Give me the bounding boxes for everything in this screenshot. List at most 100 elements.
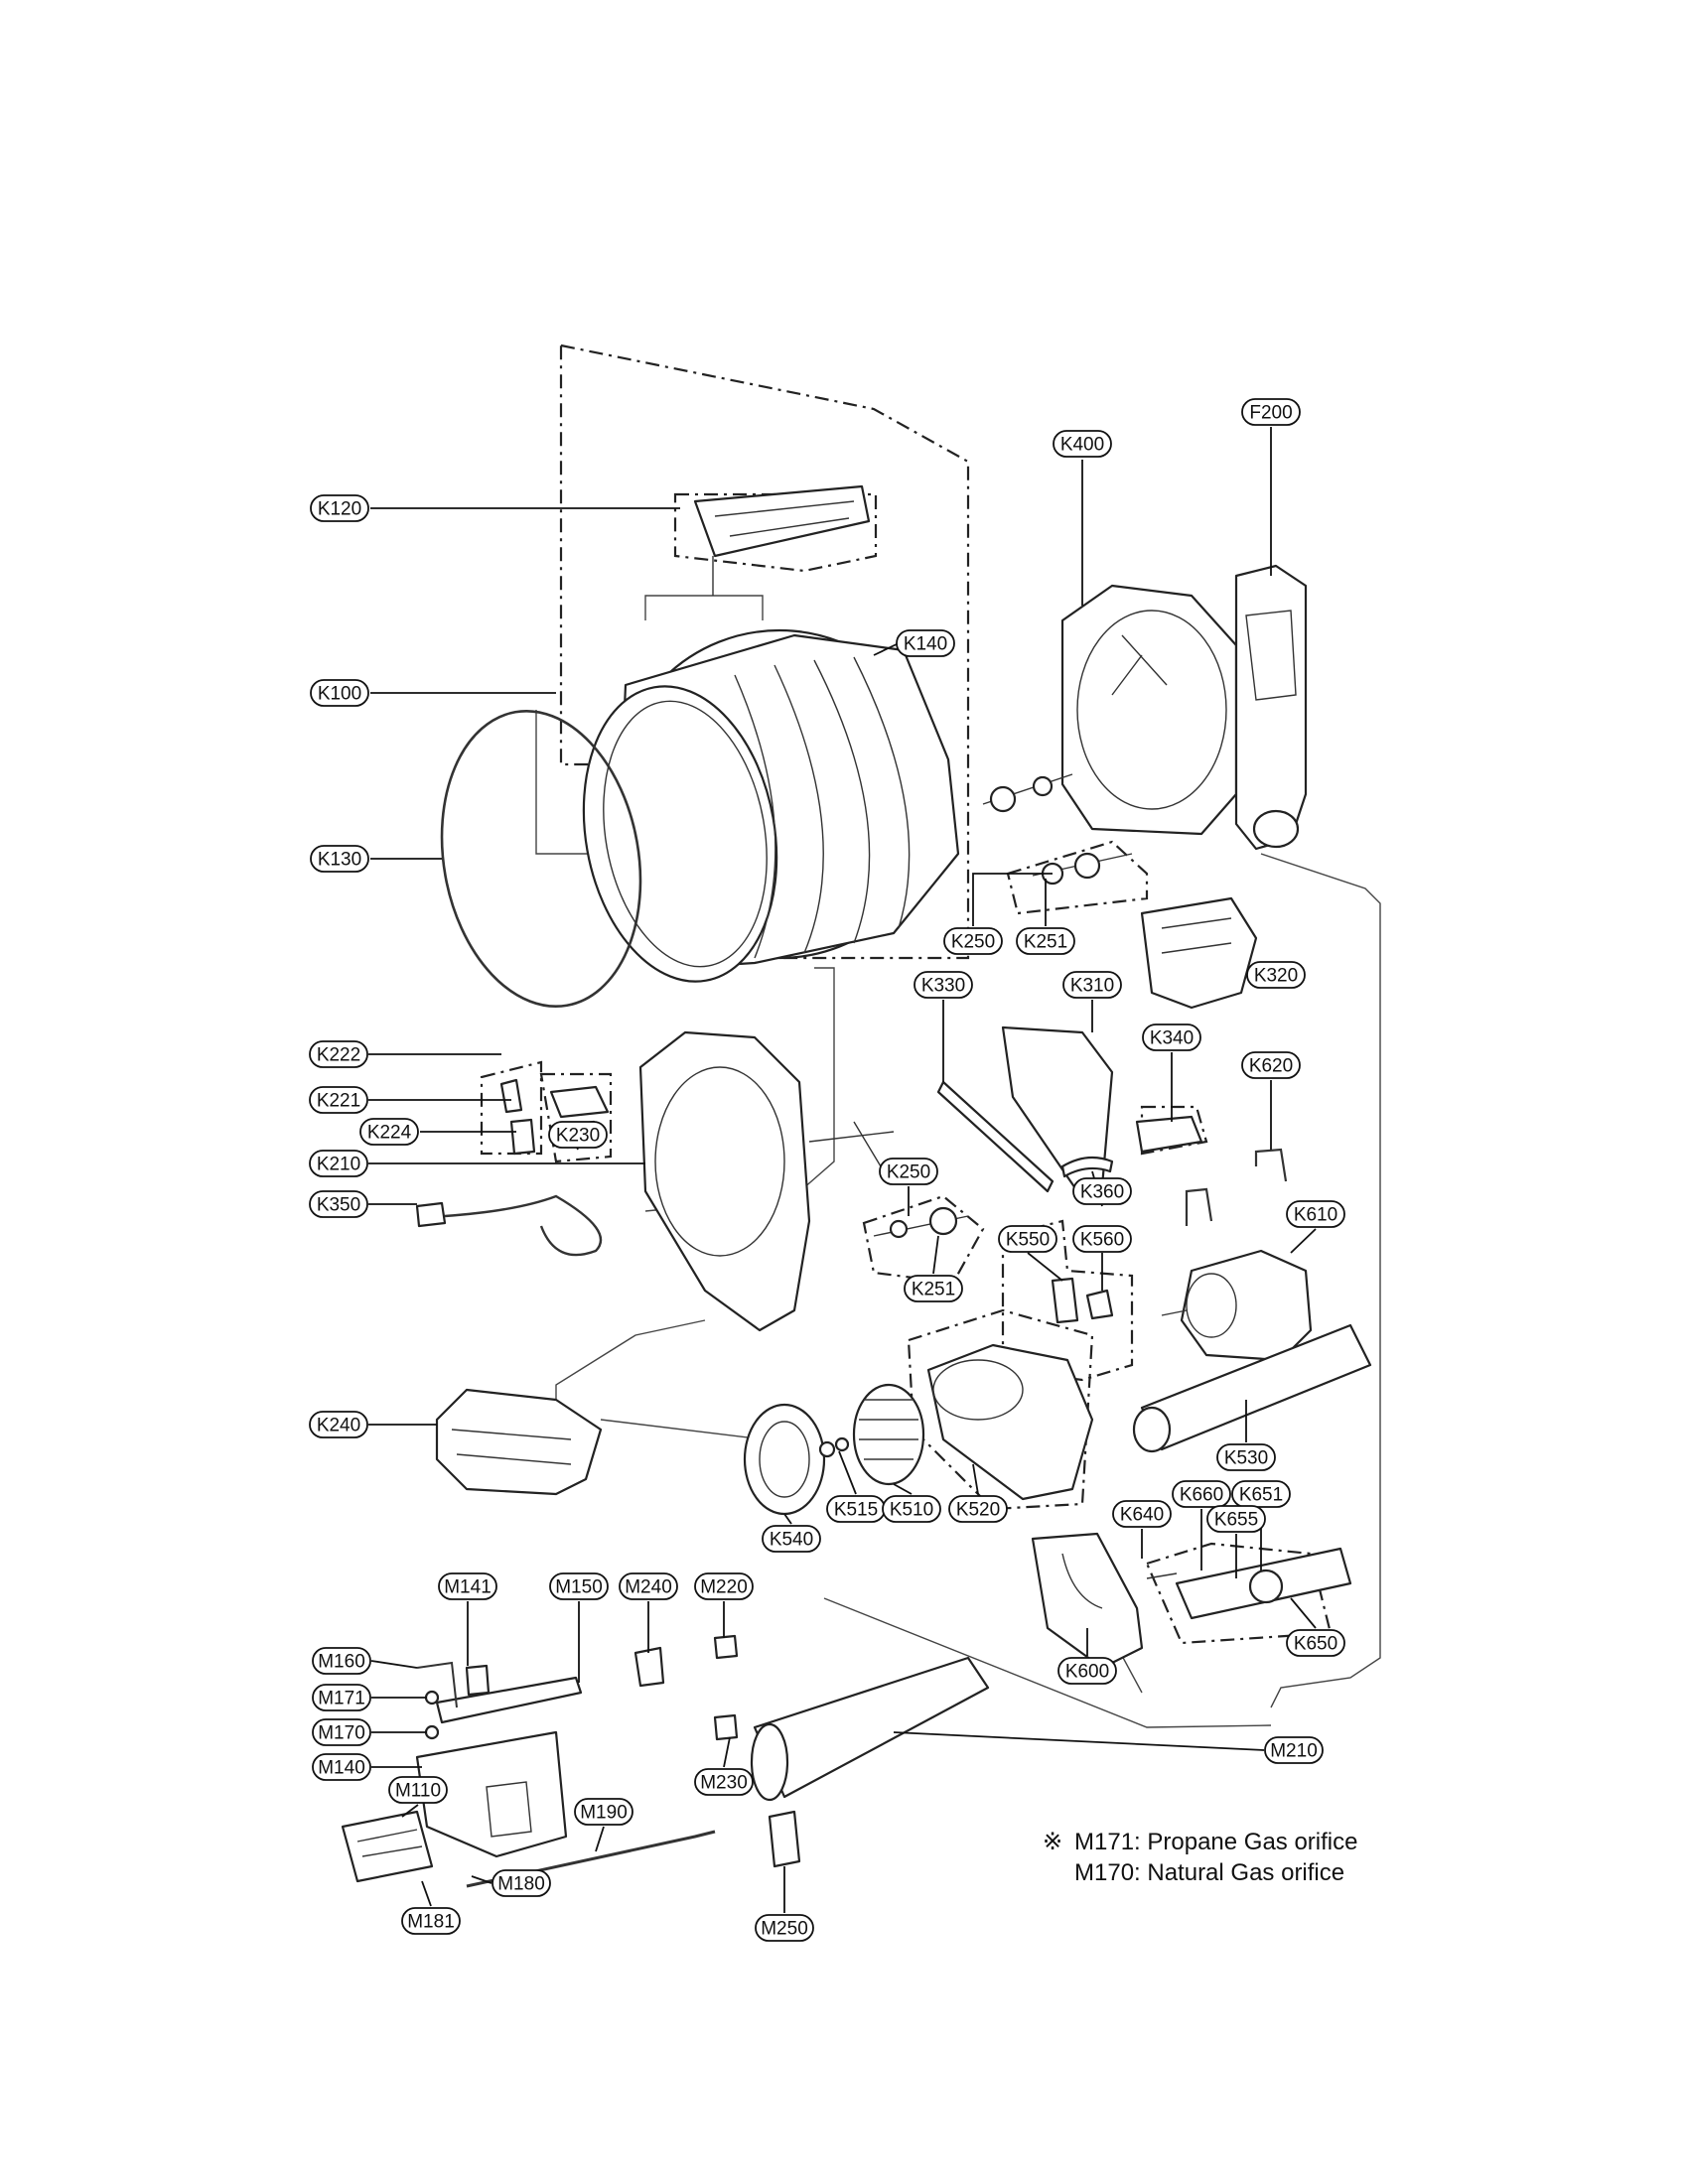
part-label-frame <box>1286 1200 1345 1228</box>
part-label-k130: K130 <box>310 845 369 873</box>
part-label-frame <box>1112 1500 1172 1528</box>
part-label-frame <box>309 1086 368 1114</box>
part-label-text: M140 <box>318 1758 365 1779</box>
part-label-frame <box>401 1907 461 1935</box>
part-label-k650: K650 <box>1286 1629 1345 1657</box>
part-label-text: K400 <box>1060 435 1104 456</box>
part-label-text: K330 <box>921 976 965 997</box>
part-label-text: K320 <box>1254 966 1298 987</box>
part-label-frame <box>1016 927 1075 955</box>
part-label-k340: K340 <box>1142 1024 1201 1051</box>
part-label-m150: M150 <box>549 1572 609 1600</box>
part-label-k222: K222 <box>309 1040 368 1068</box>
part-label-frame <box>882 1495 941 1523</box>
part-label-text: K620 <box>1249 1056 1293 1077</box>
part-label-m110: M110 <box>388 1776 448 1804</box>
part-label-frame <box>310 679 369 707</box>
part-label-m181: M181 <box>401 1907 461 1935</box>
part-label-frame <box>914 971 973 999</box>
part-label-frame <box>1231 1480 1291 1508</box>
part-label-k330: K330 <box>914 971 973 999</box>
part-label-text: K360 <box>1080 1182 1124 1203</box>
part-label-frame <box>1053 430 1112 458</box>
rear-panel-f200 <box>1234 564 1308 851</box>
part-label-frame <box>1246 961 1306 989</box>
harness-k350 <box>415 1194 602 1257</box>
exhaust-duct-k530 <box>1132 1323 1372 1453</box>
part-label-m171: M171 <box>312 1684 371 1711</box>
part-label-k655: K655 <box>1206 1505 1266 1533</box>
part-label-frame <box>694 1768 754 1796</box>
part-label-k120: K120 <box>310 494 369 522</box>
part-label-frame <box>755 1914 814 1942</box>
part-label-text: K550 <box>1006 1230 1050 1251</box>
blower-housing-k520 <box>926 1343 1094 1501</box>
part-label-text: K655 <box>1214 1510 1258 1531</box>
part-label-m180: M180 <box>492 1869 551 1897</box>
front-bulkhead-k210 <box>638 1030 895 1332</box>
part-label-frame <box>1072 1177 1132 1205</box>
part-label-frame <box>1072 1225 1132 1253</box>
orifice-m170 <box>424 1724 440 1740</box>
blower-cover-k540 <box>743 1403 826 1516</box>
part-label-frame <box>1264 1736 1324 1764</box>
duct-seal-k340 <box>1135 1115 1203 1154</box>
part-label-m170: M170 <box>312 1718 371 1746</box>
part-label-k660: K660 <box>1172 1480 1231 1508</box>
motor-bracket-k600 <box>1031 1532 1144 1670</box>
part-label-k210: K210 <box>309 1150 368 1177</box>
part-label-k320: K320 <box>1246 961 1306 989</box>
part-label-m190: M190 <box>574 1798 633 1826</box>
blower-wheel-k510 <box>852 1383 925 1486</box>
part-label-text: K515 <box>834 1500 878 1521</box>
part-label-k230: K230 <box>548 1121 608 1149</box>
part-label-k600: K600 <box>1057 1657 1117 1685</box>
part-label-text: K560 <box>1080 1230 1124 1251</box>
part-label-frame <box>548 1121 608 1149</box>
part-label-k310: K310 <box>1062 971 1122 999</box>
switch-k550 <box>1051 1277 1079 1324</box>
part-label-text: M240 <box>625 1577 672 1598</box>
part-label-text: K251 <box>1024 932 1067 953</box>
part-label-frame <box>1057 1657 1117 1685</box>
part-label-text: F200 <box>1249 403 1292 424</box>
part-label-frame <box>310 494 369 522</box>
part-label-text: K251 <box>912 1280 955 1300</box>
part-label-text: K210 <box>317 1155 360 1175</box>
part-label-m240: M240 <box>619 1572 678 1600</box>
part-label-frame <box>312 1718 371 1746</box>
part-label-frame <box>998 1225 1057 1253</box>
part-label-frame <box>388 1776 448 1804</box>
part-label-frame <box>1241 398 1301 426</box>
part-label-text: K310 <box>1070 976 1114 997</box>
part-label-text: K240 <box>317 1416 360 1436</box>
part-label-text: M210 <box>1270 1741 1318 1762</box>
sensor-m240 <box>633 1646 665 1688</box>
flame-sensor-m141 <box>465 1664 491 1697</box>
part-label-k140: K140 <box>896 629 955 657</box>
orifice-note: ※M171: Propane Gas orifice M170: Natural… <box>1043 1827 1357 1888</box>
burner-bracket-m140 <box>415 1730 568 1858</box>
part-label-text: K650 <box>1294 1634 1337 1655</box>
part-label-text: K520 <box>956 1500 1000 1521</box>
part-label-text: K250 <box>951 932 995 953</box>
part-label-frame <box>1206 1505 1266 1533</box>
part-label-k540: K540 <box>762 1525 821 1553</box>
part-label-text: K540 <box>770 1530 813 1551</box>
sensor-k360 <box>1060 1156 1114 1178</box>
door-guide-k240 <box>435 1388 603 1496</box>
part-label-text: K224 <box>367 1123 412 1144</box>
part-label-frame <box>1241 1051 1301 1079</box>
part-label-text: K640 <box>1120 1505 1164 1526</box>
drum-gasket-k130 <box>440 710 642 1008</box>
part-label-k520: K520 <box>948 1495 1008 1523</box>
bracket-m250 <box>768 1810 801 1868</box>
part-label-k250-mid: K250 <box>879 1158 938 1185</box>
part-label-k250-top: K250 <box>943 927 1003 955</box>
part-label-frame <box>1216 1443 1276 1471</box>
part-label-text: M220 <box>700 1577 748 1598</box>
part-label-frame <box>309 1150 368 1177</box>
part-label-k560: K560 <box>1072 1225 1132 1253</box>
part-label-frame <box>1286 1629 1345 1657</box>
